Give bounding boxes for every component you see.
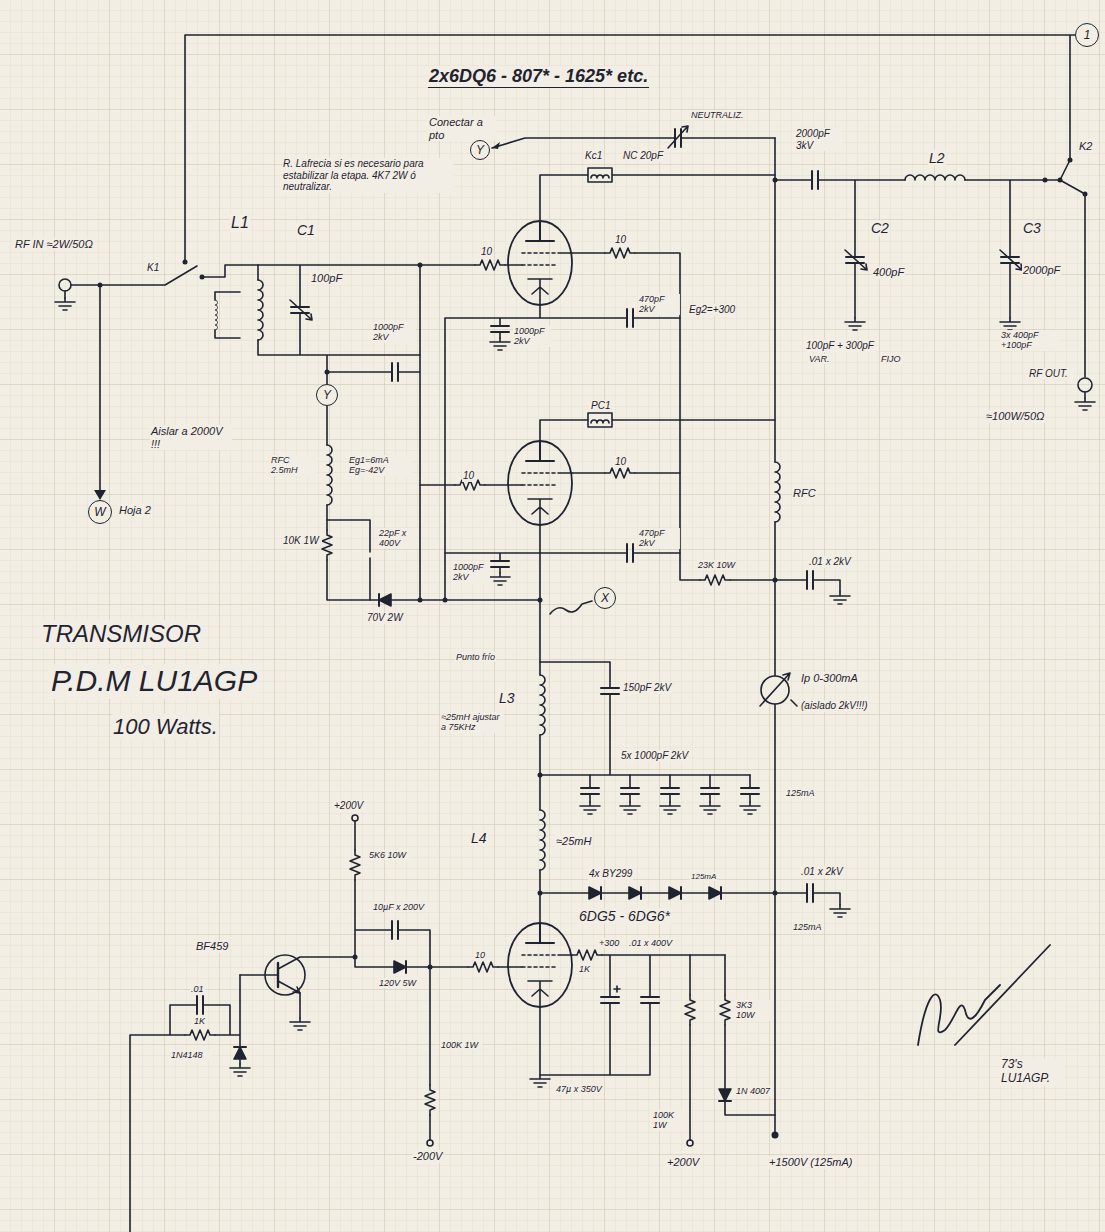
schematic-label: 125mA xyxy=(785,788,816,798)
schematic-label: +1500V (125mA) xyxy=(768,1156,853,1169)
schematic-label: BF459 xyxy=(195,940,229,953)
schematic-label: 10 xyxy=(614,234,627,246)
schematic-label: 10 xyxy=(474,950,486,960)
schematic-label: .01 x 2kV xyxy=(800,866,844,878)
schematic-label: R. Lafrecia si es necesario para estabil… xyxy=(282,158,454,193)
callout-circle: W xyxy=(88,500,112,524)
schematic-label: RF IN ≈2W/50Ω xyxy=(14,238,94,251)
schematic-label: L4 xyxy=(470,830,488,846)
schematic-label: 5x 1000pF 2kV xyxy=(620,750,689,762)
schematic-label: 47µ x 350V xyxy=(555,1084,603,1094)
schematic-label: 100K 1W xyxy=(652,1110,689,1131)
schematic-label: Hoja 2 xyxy=(118,504,152,517)
schematic-label: 73's LU1AGP. xyxy=(1000,1058,1064,1086)
schematic-label: 1000pF 2kV xyxy=(513,326,551,347)
schematic-label: 100K 1W xyxy=(440,1040,482,1050)
callout-letter: W xyxy=(94,506,105,518)
schematic-label: 470pF 2kV xyxy=(638,528,680,549)
callout-circle: X xyxy=(594,587,616,609)
schematic-label: ≈100W/50Ω xyxy=(985,410,1045,423)
schematic-label: 100pF + 300pF xyxy=(805,340,875,352)
callout-circle: Y xyxy=(470,140,490,160)
schematic-label: 100pF xyxy=(310,272,343,285)
schematic-label: 1K xyxy=(193,1016,206,1026)
schematic-label: PC1 xyxy=(590,400,611,412)
schematic-label: 1K xyxy=(578,964,591,974)
schematic-label: 150pF 2kV xyxy=(622,682,672,694)
schematic-label: 10 xyxy=(480,246,493,258)
schematic-label: NEUTRALIZ. xyxy=(690,110,745,120)
schematic-label: .01 xyxy=(190,984,205,994)
schematic-label: TRANSMISOR xyxy=(40,620,202,648)
schematic-label: .01 x 400V xyxy=(628,938,673,948)
schematic-label: 5K6 10W xyxy=(368,850,410,860)
schematic-label: -200V xyxy=(412,1150,443,1163)
schematic-label: 6DG5 - 6DG6* xyxy=(578,908,671,924)
schematic-label: +200V xyxy=(333,800,364,812)
schematic-label: 100 Watts. xyxy=(112,714,219,739)
schematic-label: RF OUT. xyxy=(1028,368,1074,380)
schematic-label: 2000pF 3kV xyxy=(795,128,842,151)
schematic-label: Ip 0-300mA xyxy=(800,672,859,685)
callout-letter: X xyxy=(601,592,609,604)
schematic-label: FIJO xyxy=(880,354,902,364)
schematic-label: P.D.M LU1AGP xyxy=(50,664,258,699)
wiring xyxy=(55,35,1095,1232)
schematic-label: VAR. xyxy=(808,354,831,364)
schematic-label: Kc1 xyxy=(584,150,603,162)
schematic-label: L3 xyxy=(498,690,516,706)
schematic-label: 1N4148 xyxy=(170,1050,212,1060)
schematic-label: C1 xyxy=(296,222,316,238)
schematic-label: Conectar a pto xyxy=(428,116,496,141)
schematic-label: 10 xyxy=(614,456,627,468)
schematic-label: 3x 400pF +100pF xyxy=(1000,330,1060,351)
schematic-label: C2 xyxy=(870,220,890,236)
schematic-label: 3K3 10W xyxy=(735,1000,773,1021)
schematic-label: 470pF 2kV xyxy=(638,294,680,315)
schematic-label: .01 x 2kV xyxy=(808,556,852,568)
schematic-label: Eg1=6mA Eg=-42V xyxy=(348,455,412,476)
schematic-label: +200V xyxy=(666,1156,700,1169)
schematic-label: 23K 10W xyxy=(697,560,736,570)
callout-letter: Y xyxy=(476,144,484,156)
callout-letter: Y xyxy=(323,389,331,401)
schematic-label: 125mA xyxy=(690,872,717,881)
schematic-label: C3 xyxy=(1022,220,1042,236)
schematic-label: 1000pF 2kV xyxy=(452,562,490,583)
schematic-label: Aislar a 2000V !!! xyxy=(150,425,232,450)
schematic-label: L1 xyxy=(230,214,250,232)
title-text: 2x6DQ6 - 807* - 1625* etc. xyxy=(428,66,649,88)
callout-circle: Y xyxy=(316,384,338,406)
callout-letter: 1 xyxy=(1084,29,1091,41)
schematic-label: Punto frío xyxy=(455,652,496,662)
schematic-label: 10K 1W xyxy=(282,535,322,547)
callout-circle: 1 xyxy=(1075,23,1099,47)
schematic-label: NC 20pF xyxy=(622,150,664,162)
schematic-label: RFC xyxy=(792,487,817,500)
schematic-label: L2 xyxy=(928,150,946,166)
schematic-label: (aislado 2kV!!!) xyxy=(800,700,869,712)
schematic-label: +300 xyxy=(598,938,620,948)
schematic-label: RFC 2.5mH xyxy=(270,455,317,476)
schematic-label: K2 xyxy=(1078,140,1093,153)
schematic-label: 2000pF xyxy=(1022,264,1061,277)
schematic-label: 70V 2W xyxy=(366,612,404,624)
schematic-label: 10µF x 200V xyxy=(372,902,429,912)
schematic-label: 120V 5W xyxy=(378,978,420,988)
schematic-label: 22pF x 400V xyxy=(378,528,418,549)
schematic-label: 125mA xyxy=(792,922,823,932)
schematic-label: Eg2=+300 xyxy=(688,304,736,316)
schematic-label: 10 xyxy=(462,470,475,482)
schematic-label: K1 xyxy=(146,262,160,274)
schematic-label: ≈25mH ajustar a 75KHz xyxy=(440,712,504,733)
schematic-label: ≈25mH xyxy=(555,835,592,848)
schematic-label: 1000pF 2kV xyxy=(372,322,416,343)
schematic-label: 1N 4007 xyxy=(735,1086,773,1096)
schematic-label: 4x BY299 xyxy=(588,868,633,880)
schematic-label: 400pF xyxy=(872,266,905,279)
